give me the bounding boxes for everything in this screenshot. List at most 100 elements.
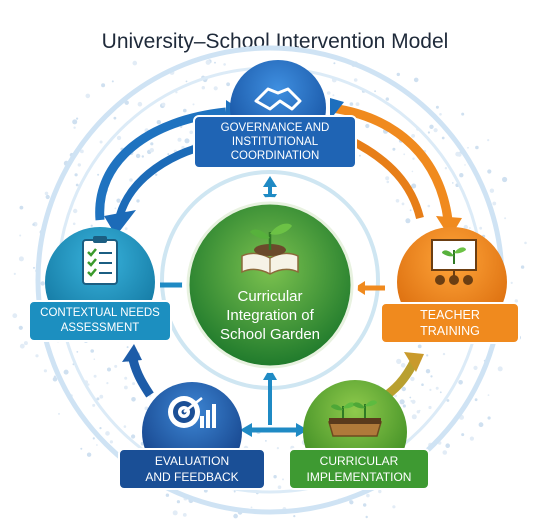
speckle-dot: [273, 475, 277, 479]
speckle-dot: [141, 155, 144, 158]
speckle-dot: [439, 391, 442, 394]
speckle-dot: [475, 145, 479, 150]
speckle-dot: [426, 354, 429, 357]
speckle-dot: [116, 198, 121, 203]
speckle-dot: [165, 493, 170, 497]
speckle-dot: [497, 366, 503, 372]
evaluation-label: EVALUATION AND FEEDBACK: [118, 448, 266, 490]
speckle-dot: [510, 281, 513, 284]
arrowhead-needs: [104, 210, 136, 236]
speckle-dot: [464, 164, 466, 166]
speckle-dot: [487, 169, 492, 174]
speckle-dot: [93, 358, 96, 361]
speckle-dot: [412, 157, 415, 160]
speckle-dot: [417, 344, 422, 349]
speckle-dot: [73, 126, 76, 129]
speckle-dot: [429, 124, 434, 129]
speckle-dot: [201, 86, 205, 90]
speckle-dot: [177, 137, 182, 142]
speckle-dot: [444, 167, 448, 170]
speckle-dot: [282, 478, 284, 481]
speckle-dot: [92, 403, 96, 407]
speckle-dot: [233, 513, 238, 519]
training-label: TEACHER TRAINING: [380, 302, 520, 344]
speckle-dot: [487, 416, 491, 420]
speckle-dot: [502, 176, 508, 183]
speckle-dot: [276, 447, 279, 450]
needs-label: CONTEXTUAL NEEDS ASSESSMENT: [28, 300, 172, 342]
speckle-dot: [111, 80, 114, 83]
speckle-dot: [124, 385, 128, 390]
speckle-dot: [353, 78, 358, 82]
arrowhead-training: [436, 216, 462, 238]
speckle-dot: [19, 205, 24, 210]
speckle-dot: [58, 412, 60, 415]
center-line-2: Integration of: [226, 306, 314, 324]
speckle-dot: [469, 436, 474, 441]
speckle-dot: [457, 152, 462, 157]
speckle-dot: [223, 63, 226, 66]
speckle-dot: [514, 299, 518, 303]
arrow-evaluation-to-needs: [127, 354, 154, 398]
speckle-dot: [400, 363, 406, 368]
arrowhead-training-bottom: [404, 352, 424, 372]
speckle-dot: [421, 383, 424, 387]
speckle-dot: [442, 450, 448, 455]
speckle-dot: [520, 265, 525, 269]
speckle-dot: [205, 59, 211, 65]
speckle-dot: [427, 131, 430, 134]
center-label: Curricular Integration of School Garden: [192, 282, 348, 348]
speckle-dot: [474, 398, 478, 402]
speckle-dot: [463, 224, 468, 230]
speckle-dot: [399, 399, 405, 405]
governance-line-1: GOVERNANCE AND: [220, 122, 330, 134]
speckle-dot: [150, 142, 154, 146]
speckle-dot: [333, 62, 336, 65]
needs-line-1: CONTEXTUAL NEEDS: [40, 307, 160, 319]
speckle-dot: [63, 369, 69, 375]
speckle-dot: [40, 281, 45, 286]
speckle-dot: [73, 208, 78, 214]
speckle-dot: [136, 199, 140, 203]
speckle-dot: [403, 153, 406, 156]
speckle-dot: [413, 77, 419, 83]
speckle-dot: [365, 515, 368, 519]
speckle-dot: [86, 452, 92, 457]
speckle-dot: [182, 513, 187, 517]
speckle-dot: [126, 346, 129, 349]
speckle-dot: [77, 163, 82, 167]
speckle-dot: [442, 352, 446, 356]
speckle-dot: [392, 147, 396, 151]
speckle-dot: [467, 146, 469, 149]
speckle-dot: [492, 201, 497, 206]
speckle-dot: [76, 117, 79, 120]
speckle-dot: [435, 386, 439, 390]
speckle-dot: [363, 503, 367, 507]
speckle-dot: [33, 266, 35, 269]
speckle-dot: [129, 178, 133, 182]
speckle-dot: [105, 431, 110, 436]
speckle-dot: [441, 136, 445, 140]
speckle-dot: [12, 313, 18, 319]
speckle-dot: [80, 447, 83, 450]
speckle-dot: [439, 113, 442, 116]
speckle-dot: [250, 506, 253, 509]
speckle-dot: [385, 176, 390, 181]
speckle-dot: [106, 382, 109, 385]
speckle-dot: [192, 103, 195, 106]
speckle-dot: [461, 433, 465, 437]
speckle-dot: [459, 173, 464, 178]
arrow-governance-to-training-inner: [348, 136, 424, 220]
speckle-dot: [72, 222, 76, 226]
speckle-dot: [144, 406, 149, 411]
speckle-dot: [349, 102, 354, 106]
speckle-dot: [416, 410, 420, 414]
speckle-dot: [427, 204, 431, 208]
speckle-dot: [114, 364, 118, 368]
speckle-dot: [107, 367, 111, 372]
spoke-implementation-head: [263, 368, 277, 380]
speckle-dot: [411, 399, 416, 404]
speckle-dot: [19, 343, 25, 349]
speckle-dot: [265, 440, 267, 442]
